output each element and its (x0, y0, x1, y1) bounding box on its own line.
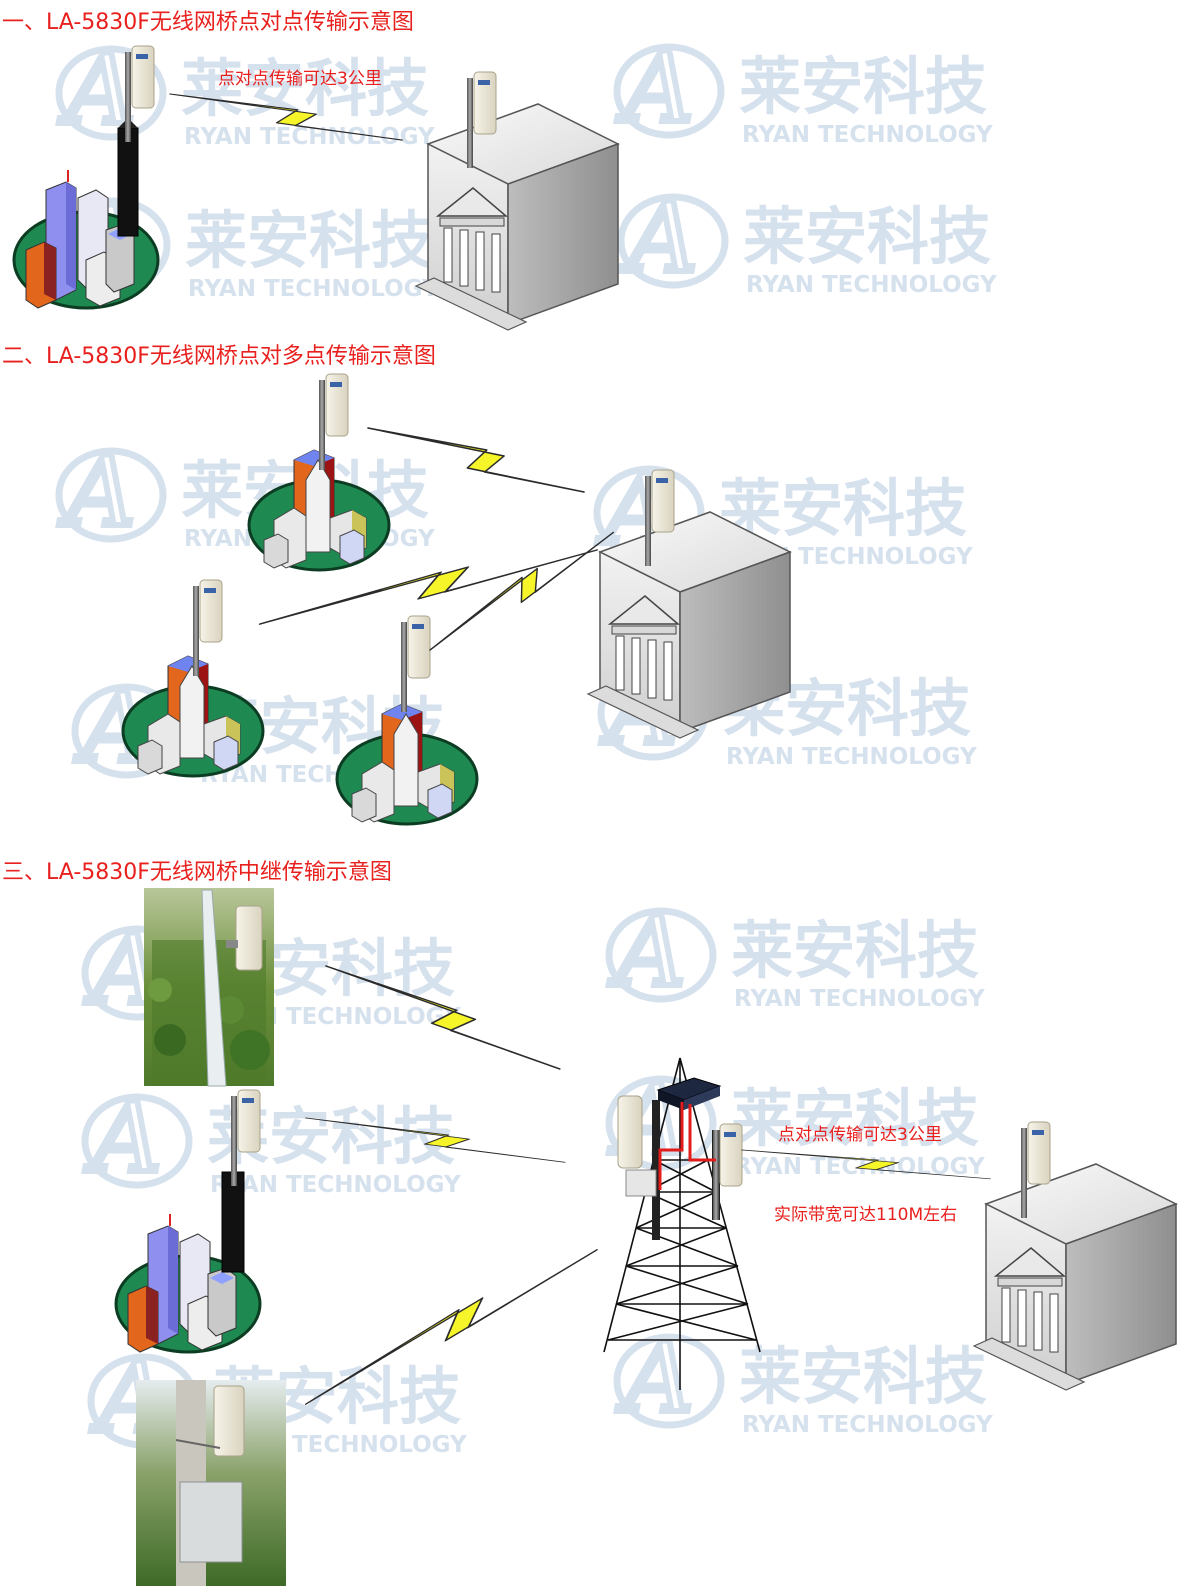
section-relay (114, 888, 1177, 1586)
distance-label: 点对点传输可达3公里 (218, 69, 382, 89)
building-icon (415, 103, 619, 331)
section-point-to-multipoint (121, 373, 791, 826)
watermark (620, 182, 997, 298)
site-photo-hillside (144, 888, 274, 1087)
heading-point-to-multipoint: 二、LA-5830F无线网桥点对多点传输示意图 (2, 344, 436, 369)
antenna-icon (192, 579, 223, 677)
section-point-to-point (12, 45, 619, 331)
network-switch-icon (656, 1077, 722, 1110)
watermark (84, 1082, 461, 1198)
heading-point-to-point: 一、LA-5830F无线网桥点对点传输示意图 (2, 10, 414, 35)
distance-label: 点对点传输可达3公里 (778, 1125, 942, 1145)
bandwidth-label: 实际带宽可达110M左右 (774, 1205, 958, 1225)
watermark (608, 896, 985, 1012)
watermark (616, 32, 993, 148)
antenna-icon (712, 1123, 743, 1221)
site-photo-utility-pole (136, 1380, 286, 1586)
watermark (58, 34, 435, 150)
sector-antenna-icon (617, 1095, 643, 1169)
wireless-link-bolt (429, 493, 615, 690)
building-icon (973, 1163, 1177, 1391)
enclosure-box (625, 1169, 657, 1197)
heading-relay: 三、LA-5830F无线网桥中继传输示意图 (2, 860, 392, 885)
